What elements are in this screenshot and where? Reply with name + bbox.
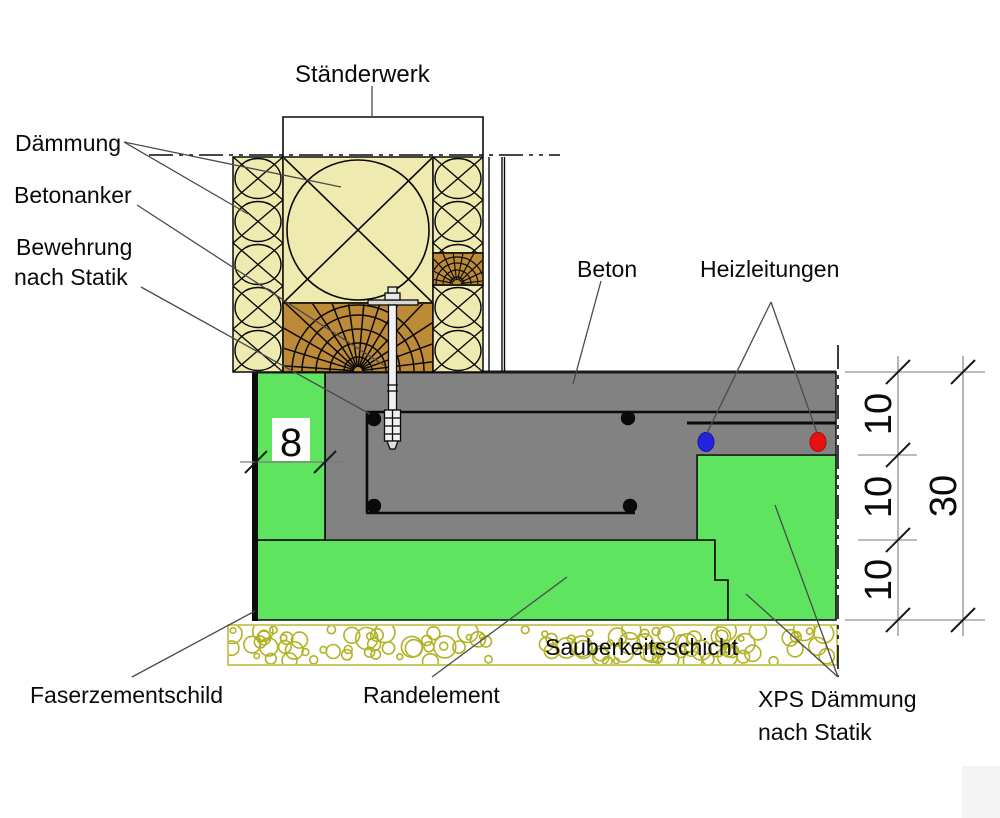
stud-frame-box (282, 116, 484, 157)
leader-xps-2 (745, 593, 839, 678)
timber-grain-fan-small (434, 254, 482, 285)
leader-daemmung-1 (123, 141, 249, 215)
edge-element-bottom (256, 539, 729, 621)
blinding-layer (227, 624, 838, 666)
leader-daemmung-2 (123, 141, 342, 188)
leader-betonanker (136, 204, 386, 367)
heating-pipe-cold (697, 432, 715, 452)
blinding-dots-pattern (229, 626, 836, 664)
dim-text-10-top: 10 (858, 393, 900, 435)
rebar-stirrup (365, 410, 836, 515)
corner-artifact (962, 766, 1000, 818)
leader-faserzementschild (131, 610, 256, 678)
concrete-anchor (367, 286, 419, 450)
label-staenderwerk: Ständerwerk (295, 61, 431, 88)
label-randelement: Randelement (363, 682, 500, 708)
insulation-strip-left (232, 156, 284, 373)
dim-text-10-bottom: 10 (858, 559, 900, 601)
timber-block-small (432, 252, 484, 286)
label-bewehrung-line1: Bewehrung (16, 234, 132, 260)
dim-text-30: 30 (923, 475, 965, 517)
rebar-bars (366, 410, 638, 514)
leader-randelement (431, 576, 568, 678)
label-heizleitungen: Heizleitungen (700, 256, 839, 282)
insulation-bay-main (282, 156, 434, 304)
label-xps-line1: XPS Dämmung (758, 686, 917, 712)
label-betonanker: Betonanker (14, 182, 132, 208)
dim-text-10-mid: 10 (858, 476, 900, 518)
leader-xps-1 (774, 504, 839, 678)
fiber-cement-board (252, 372, 258, 621)
label-beton: Beton (577, 256, 637, 282)
label-sauberkeitsschicht: Sauberkeitsschicht (545, 634, 739, 660)
heating-pipe-warm (809, 432, 827, 452)
leader-heizleitung-warm (770, 301, 818, 434)
leader-bewehrung (140, 286, 371, 415)
insulation-strip-right (432, 156, 484, 373)
dimension-chain-right: 10 10 10 30 (845, 356, 985, 636)
label-faserzementschild: Faserzementschild (30, 682, 223, 708)
label-daemmung: Dämmung (15, 130, 121, 156)
leader-beton (572, 280, 602, 385)
leader-heizleitung-cold (706, 301, 772, 434)
label-xps-line2: nach Statik (758, 719, 872, 745)
leader-lines (123, 86, 839, 678)
wall-sheathing-lines (488, 157, 506, 372)
dim-text-8: 8 (280, 421, 302, 465)
xps-insulation-block (696, 454, 837, 621)
label-bewehrung-line2: nach Statik (14, 264, 128, 290)
dimension-8: 8 (240, 418, 344, 474)
